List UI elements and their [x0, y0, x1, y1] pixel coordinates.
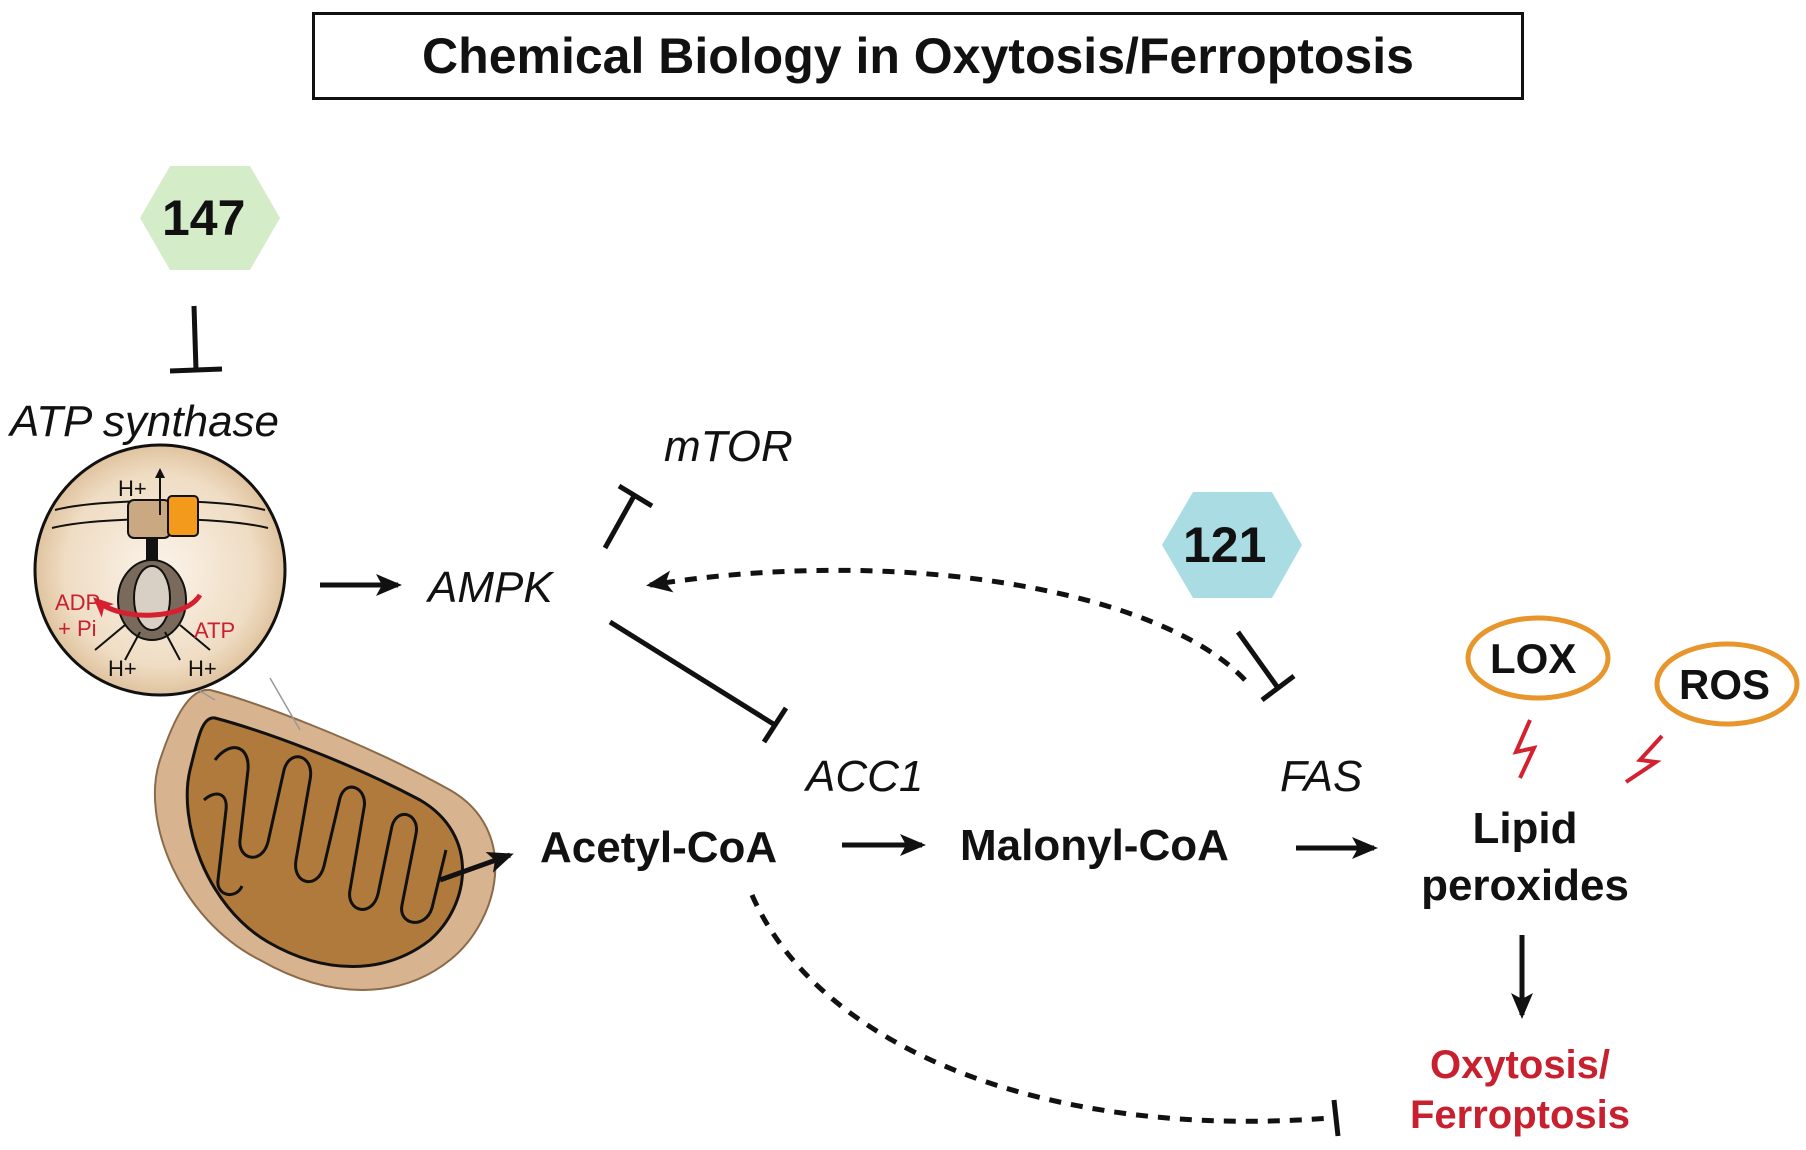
dashed-inhibit-acetyl-to-outcome: [749, 893, 1341, 1137]
inset-pi: + Pi: [58, 616, 97, 641]
fas-label: FAS: [1280, 752, 1363, 801]
lipid-line-1: Lipid: [1472, 804, 1578, 853]
lox-label: LOX: [1490, 635, 1577, 682]
bolt-ros-icon: [1624, 734, 1664, 784]
compound-121-hexagon: [1162, 492, 1302, 598]
compound-147-label: 147: [162, 190, 246, 246]
mtor-label: mTOR: [664, 422, 793, 471]
outcome-line-2: Ferroptosis: [1409, 1093, 1631, 1137]
ros-oval: [1654, 641, 1800, 727]
inset-connector-right: [269, 677, 301, 731]
lipid-peroxides-label: Lipid peroxides: [1395, 800, 1655, 914]
compound-147-hexagon: [140, 166, 280, 270]
acetyl-coa-label: Acetyl-CoA: [540, 823, 778, 872]
inhibit-ampk-mtor: [602, 483, 654, 550]
inhibit-121-fas: [1235, 630, 1296, 702]
compound-121-label: 121: [1183, 517, 1267, 573]
inhibit-ampk-acc1: [608, 619, 789, 744]
atp-synthase-inset: [33, 443, 287, 697]
lipid-line-2: peroxides: [1421, 861, 1629, 911]
inset-h-top: H+: [118, 476, 147, 501]
outcome-line-1: Oxytosis/: [1429, 1043, 1611, 1087]
ros-label: ROS: [1679, 661, 1771, 708]
inset-h-right: H+: [188, 656, 217, 681]
lox-oval: [1465, 615, 1611, 701]
dashed-arrow-fas-to-ampk: [646, 567, 1247, 682]
arrow-mito-to-acetyl-coa: [439, 852, 514, 883]
inset-h-left: H+: [108, 656, 137, 681]
diagram-title: Chemical Biology in Oxytosis/Ferroptosis: [312, 12, 1524, 100]
outcome-label: Oxytosis/ Ferroptosis: [1370, 1040, 1670, 1140]
inset-adp: ADP: [55, 590, 101, 615]
inhibit-147-atp-synthase: [169, 305, 223, 374]
inset-atp: ATP: [194, 618, 236, 643]
ampk-label: AMPK: [428, 563, 553, 612]
mitochondrion-icon: [153, 688, 497, 991]
atp-synthase-label: ATP synthase: [10, 397, 280, 446]
bolt-lox-icon: [1512, 719, 1538, 779]
acc1-label: ACC1: [806, 752, 924, 801]
malonyl-coa-label: Malonyl-CoA: [960, 821, 1229, 870]
